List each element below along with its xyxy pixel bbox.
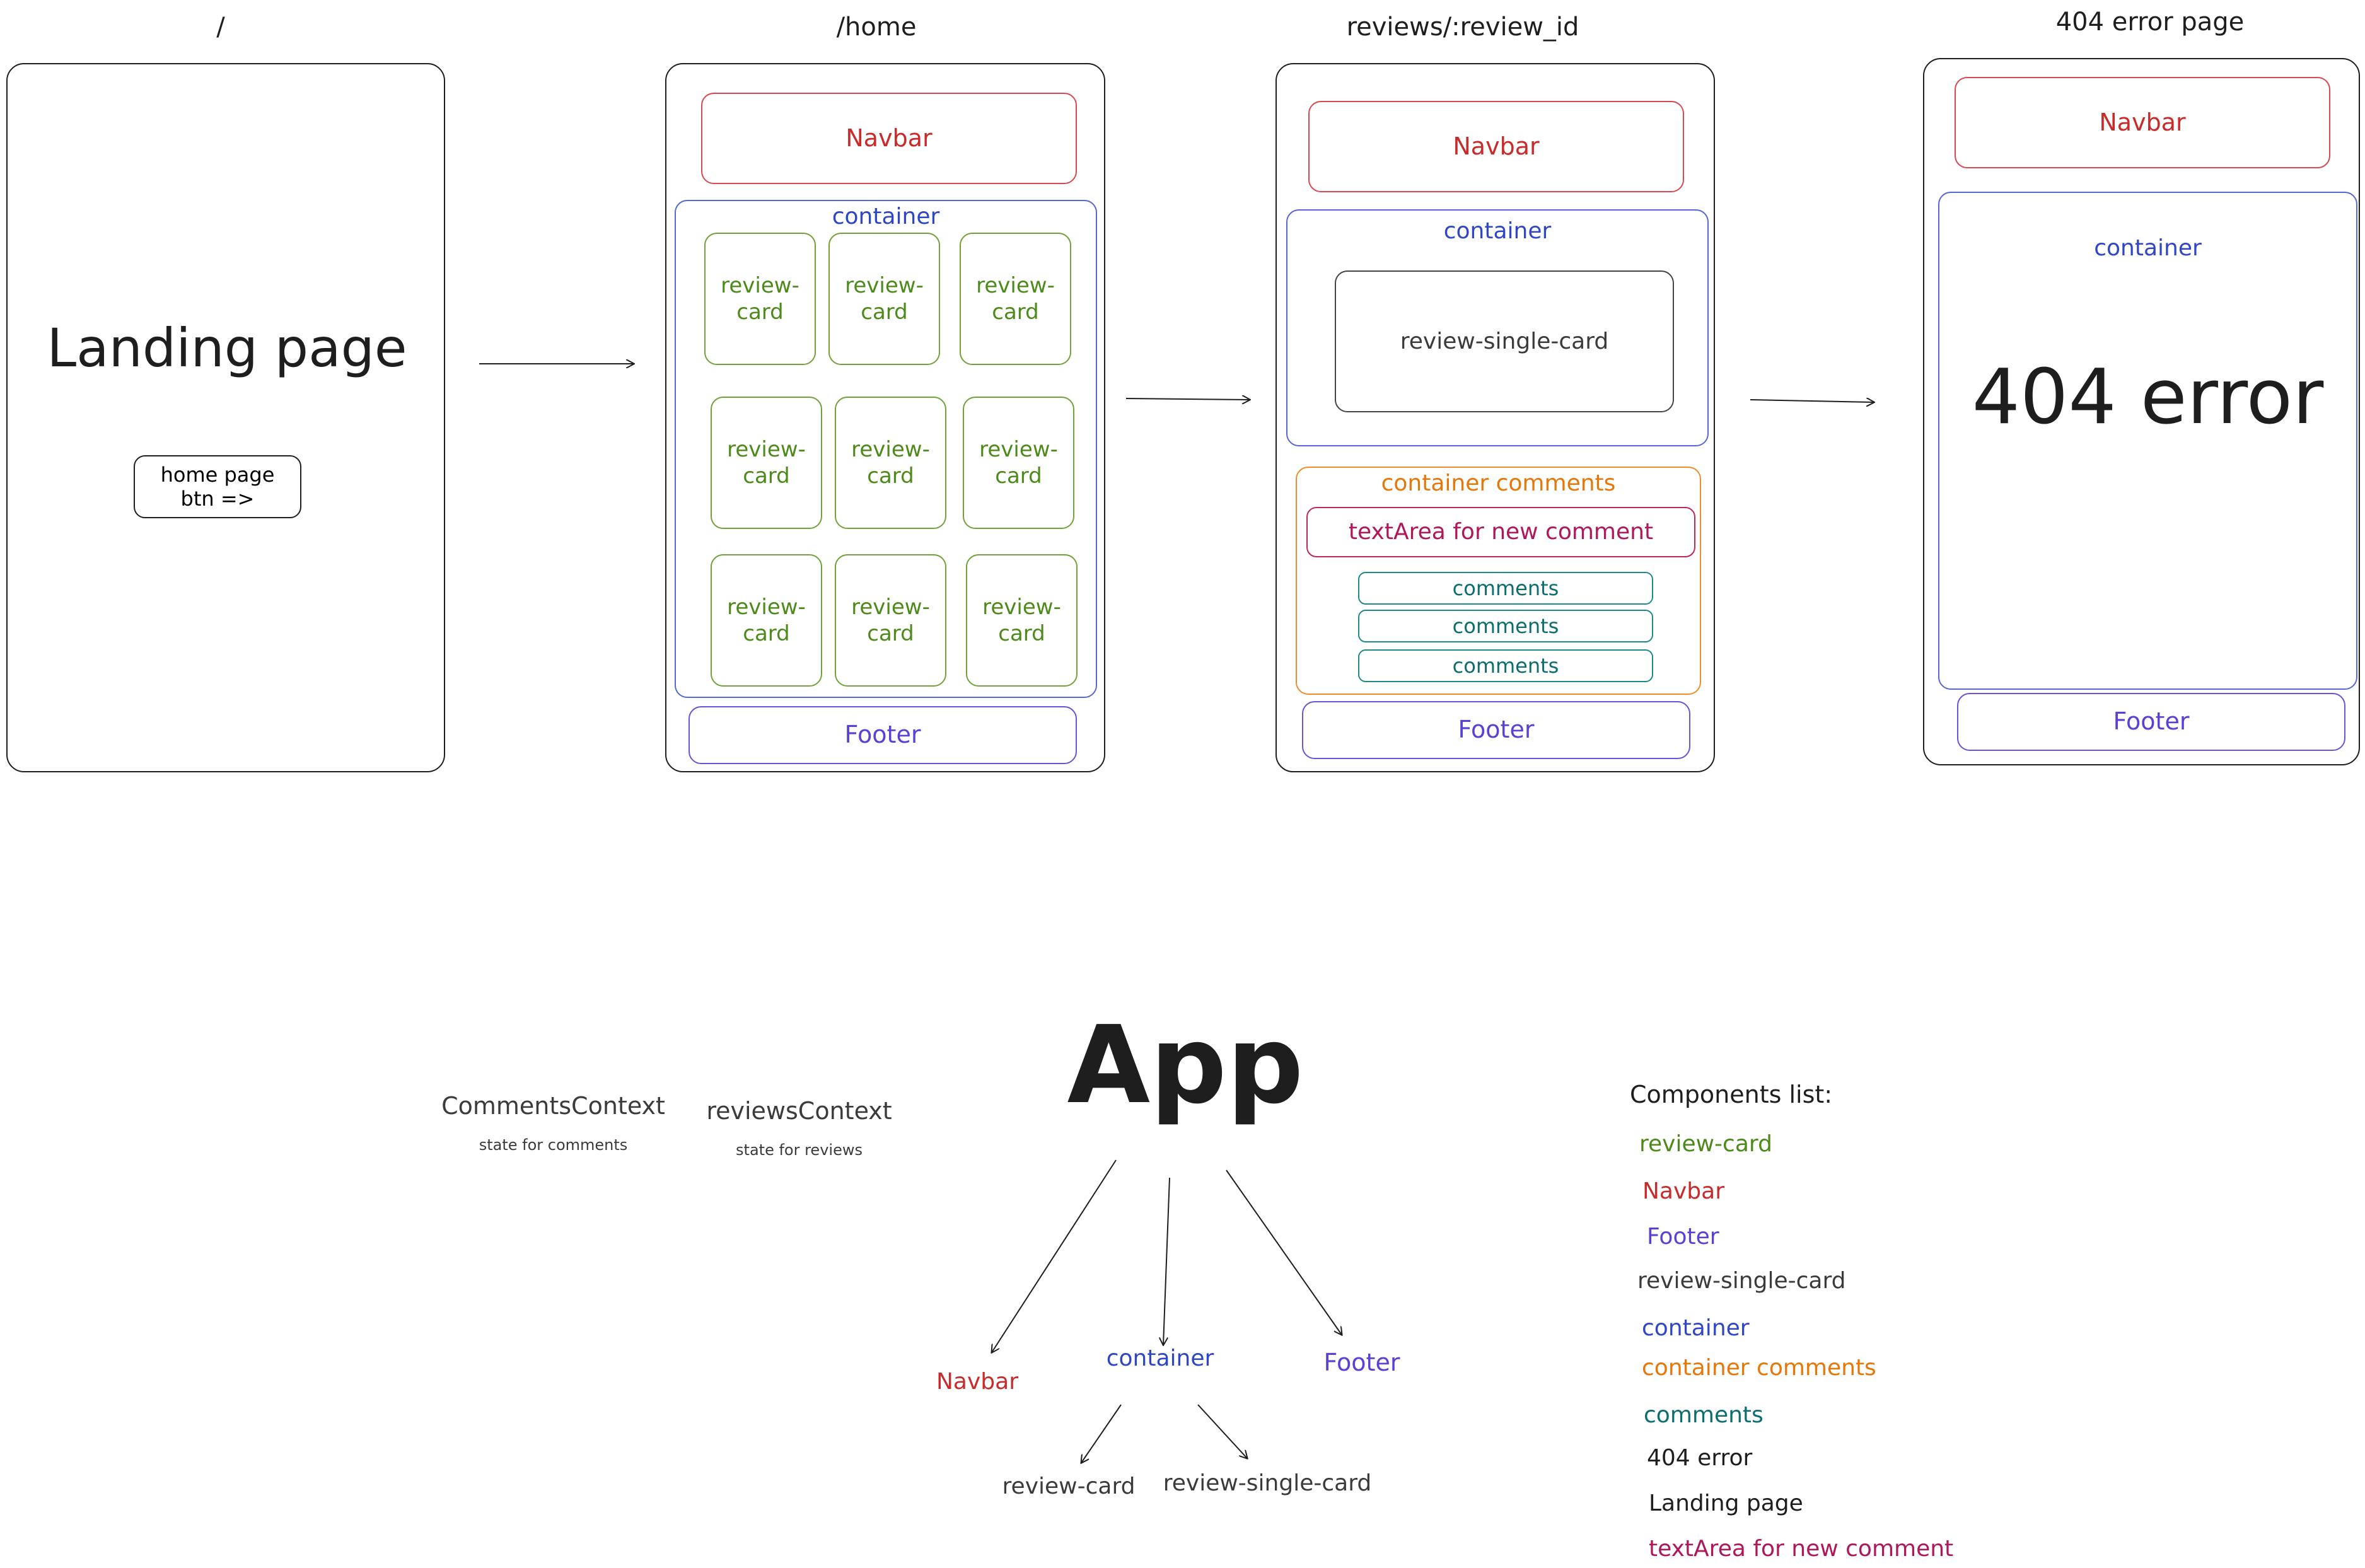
review-card-label: review-card — [979, 437, 1058, 489]
error-container-label: container — [2094, 235, 2202, 262]
comment-item-label: comments — [1452, 613, 1559, 638]
error-container: container 404 error — [1938, 192, 2357, 690]
reviews-context-desc: state for reviews — [736, 1141, 863, 1159]
review-navbar-label: Navbar — [1453, 132, 1540, 160]
home-navbar: Navbar — [701, 93, 1077, 184]
new-comment-textarea-label: textArea for new comment — [1348, 519, 1654, 545]
tree-footer: Footer — [1323, 1349, 1400, 1377]
comment-item: comments — [1358, 572, 1653, 605]
arrow-review-to-error — [1750, 400, 1874, 402]
tree-review-single-card: review-single-card — [1163, 1470, 1372, 1497]
review-card[interactable]: review-card — [711, 397, 822, 529]
review-card-label: review-card — [727, 437, 806, 489]
review-card-label: review-card — [982, 595, 1061, 646]
review-card-label: review-card — [851, 595, 930, 646]
arrow-container-to-review-single-card — [1197, 1404, 1247, 1458]
components-list-item: review-single-card — [1637, 1268, 1846, 1294]
error-navbar-label: Navbar — [2099, 108, 2186, 136]
review-footer-label: Footer — [1458, 716, 1535, 744]
review-card-label: review-card — [976, 273, 1055, 325]
tree-container: container — [1106, 1345, 1214, 1372]
container-comments: container comments textArea for new comm… — [1296, 467, 1701, 695]
comment-item-label: comments — [1452, 653, 1559, 678]
tree-review-card: review-card — [1002, 1473, 1136, 1500]
review-card-label: review-card — [845, 273, 924, 325]
home-page-frame: Navbar container review-card review-card… — [665, 63, 1105, 772]
arrow-container-to-review-card — [1081, 1404, 1122, 1463]
arrow-home-to-review — [1125, 398, 1250, 400]
review-footer: Footer — [1302, 701, 1690, 759]
home-container: container review-card review-card review… — [675, 200, 1097, 698]
components-list-item: container — [1642, 1315, 1750, 1342]
home-navbar-label: Navbar — [845, 124, 933, 152]
landing-page-frame: Landing page home page btn => — [6, 63, 445, 772]
error-footer: Footer — [1957, 693, 2345, 751]
container-comments-label: container comments — [1381, 470, 1616, 497]
components-list-item: review-card — [1639, 1131, 1772, 1158]
review-card[interactable]: review-card — [704, 233, 816, 365]
review-single-card: review-single-card — [1335, 270, 1674, 412]
home-footer-label: Footer — [844, 721, 921, 749]
comments-context-desc: state for comments — [479, 1135, 628, 1154]
review-card[interactable]: review-card — [835, 554, 946, 687]
components-list-item: textArea for new comment — [1649, 1536, 1954, 1562]
components-list-item: Navbar — [1642, 1178, 1725, 1205]
route-path-landing: / — [216, 13, 225, 42]
components-list-item: Footer — [1647, 1224, 1719, 1250]
home-container-label: container — [832, 204, 940, 230]
comment-item-label: comments — [1452, 576, 1559, 600]
reviews-context-name: reviewsContext — [706, 1097, 892, 1125]
comment-item: comments — [1358, 649, 1653, 682]
review-card[interactable]: review-card — [960, 233, 1071, 365]
home-footer: Footer — [689, 706, 1077, 764]
review-card[interactable]: review-card — [963, 397, 1074, 529]
components-list-title: Components list: — [1630, 1081, 1833, 1109]
arrow-app-to-footer — [1226, 1170, 1342, 1335]
tree-root-app: App — [1067, 1003, 1304, 1128]
review-container: container review-single-card — [1286, 209, 1709, 446]
tree-navbar: Navbar — [936, 1369, 1018, 1395]
error-footer-label: Footer — [2113, 707, 2190, 736]
new-comment-textarea[interactable]: textArea for new comment — [1306, 507, 1695, 557]
route-path-home: /home — [836, 13, 917, 42]
home-page-button[interactable]: home page btn => — [134, 455, 301, 518]
landing-page-title: Landing page — [47, 317, 407, 379]
route-path-error: 404 error page — [2055, 8, 2245, 37]
review-navbar: Navbar — [1308, 101, 1684, 192]
review-card-label: review-card — [721, 273, 799, 325]
home-page-button-line1: home page — [160, 463, 275, 487]
route-path-review: reviews/:review_id — [1346, 13, 1579, 42]
review-card[interactable]: review-card — [828, 233, 940, 365]
review-card[interactable]: review-card — [966, 554, 1078, 687]
error-message: 404 error — [1972, 354, 2324, 441]
review-container-label: container — [1443, 218, 1552, 245]
review-single-card-label: review-single-card — [1400, 328, 1609, 354]
review-card[interactable]: review-card — [835, 397, 946, 529]
review-card-label: review-card — [727, 595, 806, 646]
review-card-label: review-card — [851, 437, 930, 489]
home-page-button-line2: btn => — [180, 487, 255, 511]
error-navbar: Navbar — [1955, 77, 2330, 168]
error-page-frame: Navbar container 404 error Footer — [1923, 58, 2360, 765]
components-list-item: comments — [1644, 1402, 1764, 1429]
comment-item: comments — [1358, 610, 1653, 642]
review-card[interactable]: review-card — [711, 554, 822, 687]
components-list-item: Landing page — [1649, 1490, 1803, 1517]
arrow-app-to-container — [1163, 1177, 1170, 1345]
comments-context-name: CommentsContext — [441, 1092, 665, 1120]
components-list-item: 404 error — [1647, 1445, 1753, 1472]
review-page-frame: Navbar container review-single-card cont… — [1275, 63, 1715, 772]
arrow-app-to-navbar — [992, 1159, 1117, 1352]
components-list-item: container comments — [1642, 1355, 1876, 1381]
